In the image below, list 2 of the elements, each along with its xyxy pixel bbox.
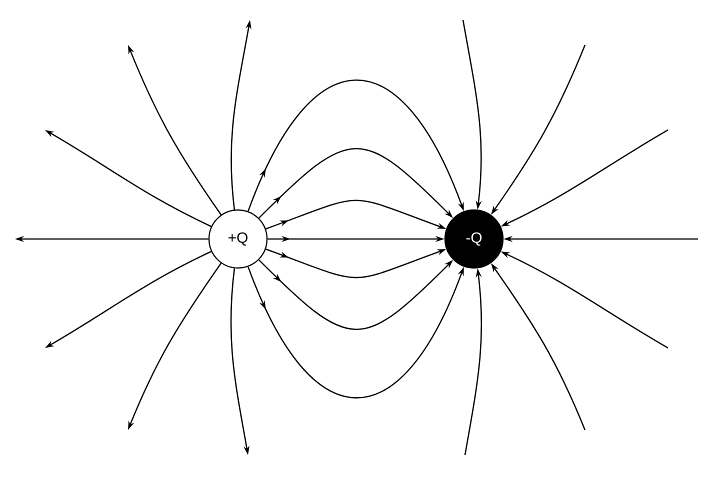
field-line: [248, 266, 464, 398]
field-line: [248, 80, 464, 212]
